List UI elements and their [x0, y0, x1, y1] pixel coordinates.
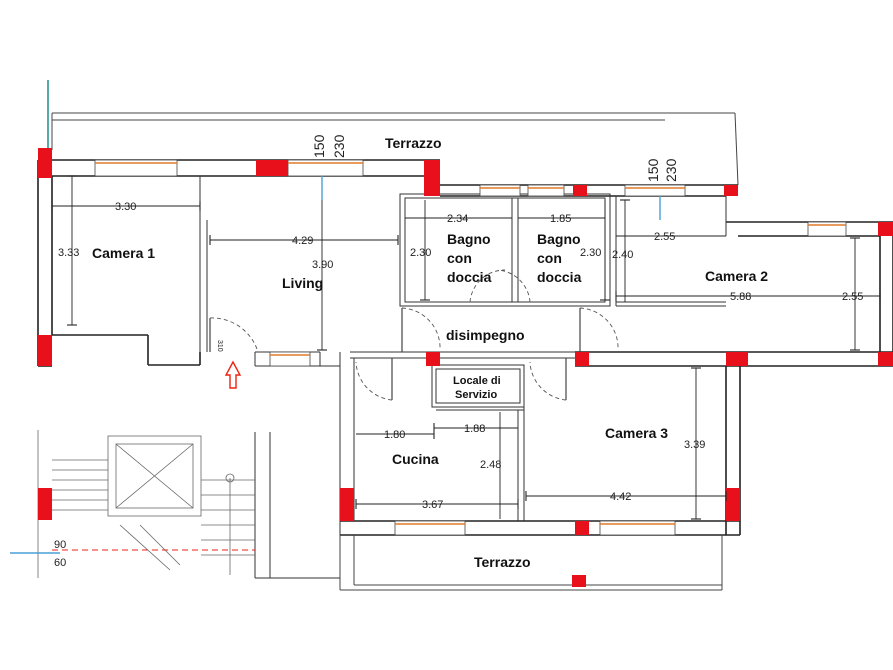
label-bagno-1-line2: con [447, 250, 472, 266]
label-terrazzo-top: Terrazzo [385, 135, 442, 151]
label-disimpegno: disimpegno [446, 327, 525, 343]
dim-camera1-height: 3.33 [58, 247, 79, 259]
dimension-labels: 3.30 3.33 4.29 3.90 150 230 150 230 2.34… [54, 134, 863, 569]
pillars [38, 148, 893, 587]
label-terrazzo-bottom: Terrazzo [474, 554, 531, 570]
dim-camera3-height: 3.39 [684, 439, 705, 451]
dim-camera2-b: 2.55 [654, 231, 675, 243]
dim-bagno2-width: 1.85 [550, 213, 571, 225]
dim-camera3-width: 4.42 [610, 491, 631, 503]
dim-cucina-a: 1.80 [384, 429, 405, 441]
terrace-bottom [339, 535, 723, 591]
dim-bagno1-height: 2.30 [410, 247, 431, 259]
dim-bagno1-width: 2.34 [447, 213, 468, 225]
dim-living-width: 4.29 [292, 235, 313, 247]
dim-camera2-height: 2.55 [842, 291, 863, 303]
dim-camera2-width: 5.88 [730, 291, 751, 303]
dim-top-230-a: 230 [331, 134, 347, 158]
label-camera-3: Camera 3 [605, 425, 668, 441]
label-locale-line2: Servizio [455, 389, 497, 401]
label-bagno-1-line1: Bagno [447, 231, 491, 247]
entrance-arrow-icon [224, 360, 242, 389]
dim-camera2-a: 2.40 [612, 249, 633, 261]
dim-camera1-width: 3.30 [115, 201, 136, 213]
windows [94, 159, 847, 536]
label-bagno-2-line2: con [537, 250, 562, 266]
label-camera-2: Camera 2 [705, 268, 768, 284]
dim-living-height: 3.90 [312, 259, 333, 271]
terrace-top [47, 80, 739, 186]
dim-cucina-b: 1.88 [464, 423, 485, 435]
label-bagno-1-line3: doccia [447, 269, 492, 285]
dim-top-230-b: 230 [663, 158, 679, 182]
label-locale-line1: Locale di [453, 375, 501, 387]
door-label: 310 [216, 340, 223, 352]
dim-cucina-height: 2.48 [480, 459, 501, 471]
dim-stair-60: 60 [54, 557, 66, 569]
stairwell [10, 430, 255, 578]
dim-stair-90: 90 [54, 539, 66, 551]
label-cucina: Cucina [392, 451, 439, 467]
dim-top-150-a: 150 [311, 134, 327, 158]
doors [209, 269, 619, 401]
dim-top-150-b: 150 [645, 158, 661, 182]
label-bagno-2-line3: doccia [537, 269, 582, 285]
label-camera-1: Camera 1 [92, 245, 155, 261]
dimension-lines [51, 175, 881, 520]
label-living: Living [282, 275, 323, 291]
dim-cucina-width: 3.67 [422, 499, 443, 511]
dim-bagno2-height: 2.30 [580, 247, 601, 259]
label-bagno-2-line1: Bagno [537, 231, 581, 247]
